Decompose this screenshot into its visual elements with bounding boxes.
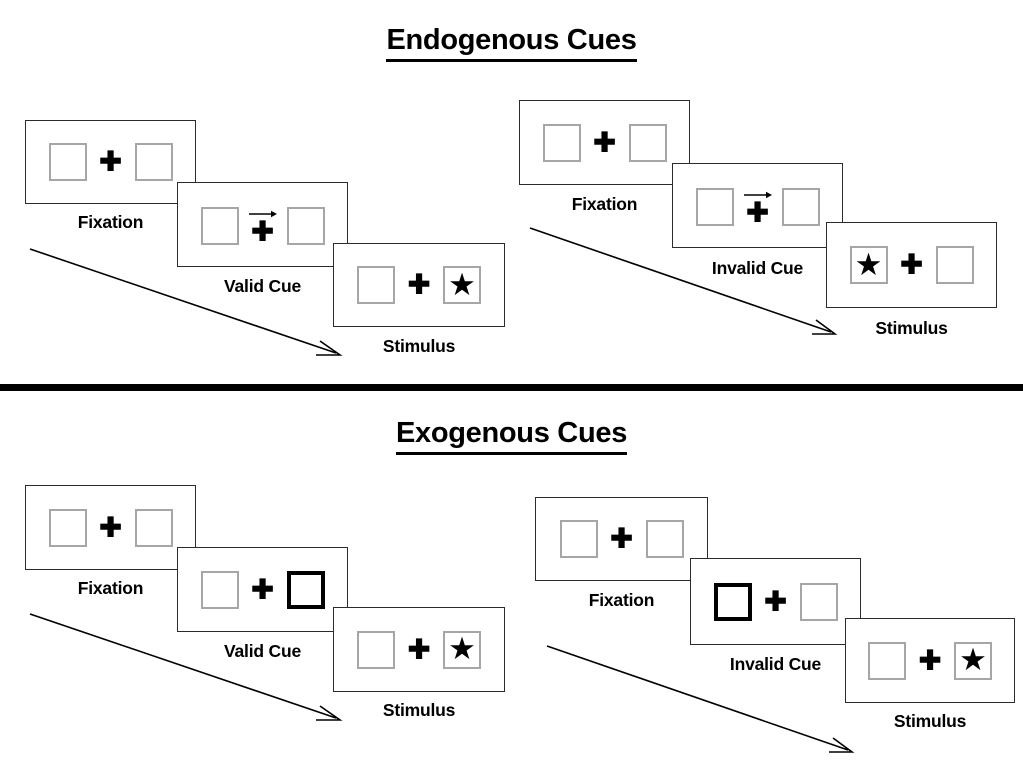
panel-content: ✚ [178,203,347,249]
right-box [935,246,974,284]
plus-icon: ✚ [251,574,274,604]
left-box [48,508,87,547]
center-slot: ✚ [598,516,646,562]
plus-icon: ✚ [610,523,633,554]
center-slot: ✚ [395,627,443,673]
star-icon: ★ [448,631,476,666]
caption-exogenous-valid-stimulus: Stimulus [382,700,456,720]
exogenous-title-text: Exogenous Cues [395,417,627,455]
endogenous-valid-fixation-panel: ✚ [25,120,196,204]
left-box: ★ [849,246,888,284]
endogenous-title-text: Endogenous Cues [386,24,637,62]
endogenous-valid-cue-panel: ✚ [177,182,348,267]
panel-content: ✚ ★ [334,262,504,308]
caption-endogenous-invalid-fixation: Fixation [571,194,638,214]
center-slot: ✚ [395,262,443,308]
section-divider [0,384,1023,391]
caption-exogenous-valid-fixation: Fixation [77,578,144,598]
left-box-cued [713,582,752,621]
panel-content: ✚ ★ [846,638,1014,684]
left-box [868,641,906,680]
left-box [357,630,395,669]
plus-icon: ✚ [251,216,274,247]
exogenous-valid-fixation-panel: ✚ [25,485,196,570]
center-slot: ✚ [906,638,954,684]
right-box [286,207,325,246]
caption-exogenous-invalid-fixation: Fixation [588,590,655,610]
exogenous-valid-stimulus-panel: ✚ ★ [333,607,505,692]
right-box [134,508,173,547]
plus-icon: ✚ [746,197,769,228]
caption-exogenous-invalid-stimulus: Stimulus [893,711,967,731]
endogenous-valid-stimulus-panel: ✚ ★ [333,243,505,327]
caption-endogenous-valid-stimulus: Stimulus [382,336,456,356]
endogenous-section-title: Endogenous Cues [0,24,1023,62]
left-box [200,570,239,609]
plus-icon: ✚ [99,146,122,177]
right-box: ★ [443,266,481,304]
center-slot: ✚ [888,242,936,288]
star-icon: ★ [854,246,883,282]
left-box [559,520,598,558]
left-box [200,207,239,246]
panel-content: ✚ [26,505,195,551]
left-box [542,123,581,162]
star-icon: ★ [959,642,987,677]
right-box [781,188,820,227]
left-box [357,266,395,304]
exogenous-valid-cue-panel: ✚ [177,547,348,632]
plus-icon: ✚ [918,645,942,675]
right-box [645,520,684,558]
right-box [134,143,173,181]
exogenous-invalid-stimulus-panel: ✚ ★ [845,618,1015,703]
caption-exogenous-invalid-cue: Invalid Cue [729,654,822,674]
panel-content: ✚ [26,139,195,185]
caption-endogenous-invalid-cue: Invalid Cue [711,258,804,278]
left-box [695,188,734,227]
center-slot: ✚ [239,203,287,249]
plus-icon: ✚ [900,249,923,280]
panel-content: ✚ ★ [334,627,504,673]
caption-endogenous-valid-cue: Valid Cue [224,276,301,296]
plus-icon: ✚ [407,634,431,664]
plus-icon: ✚ [593,127,616,157]
left-box [48,143,87,181]
plus-icon: ✚ [99,512,122,542]
exogenous-section-title: Exogenous Cues [0,417,1023,455]
center-slot: ✚ [239,567,287,613]
arrow-right-icon [743,191,772,199]
panel-content: ★ ✚ [827,242,996,288]
endogenous-invalid-stimulus-panel: ★ ✚ [826,222,997,308]
caption-endogenous-invalid-stimulus: Stimulus [875,318,948,338]
right-box: ★ [954,641,992,680]
right-box [628,123,667,162]
arrow-right-icon [248,210,277,218]
right-box [799,582,838,621]
panel-content: ✚ [536,516,707,562]
center-slot: ✚ [752,579,800,625]
exogenous-invalid-fixation-panel: ✚ [535,497,708,581]
panel-content: ✚ [691,579,860,625]
caption-exogenous-valid-cue: Valid Cue [224,641,301,661]
plus-icon: ✚ [407,269,431,300]
panel-content: ✚ [178,567,347,613]
panel-content: ✚ [673,184,842,230]
caption-endogenous-valid-fixation: Fixation [77,212,144,232]
center-slot: ✚ [734,184,782,230]
endogenous-invalid-cue-panel: ✚ [672,163,843,248]
center-slot: ✚ [87,139,135,185]
panel-content: ✚ [520,120,689,166]
plus-icon: ✚ [764,586,787,616]
center-slot: ✚ [87,505,135,551]
endogenous-invalid-fixation-panel: ✚ [519,100,690,185]
center-slot: ✚ [581,120,629,166]
right-box-cued [286,570,325,609]
star-icon: ★ [448,266,476,302]
exogenous-invalid-cue-panel: ✚ [690,558,861,645]
right-box: ★ [443,630,481,669]
